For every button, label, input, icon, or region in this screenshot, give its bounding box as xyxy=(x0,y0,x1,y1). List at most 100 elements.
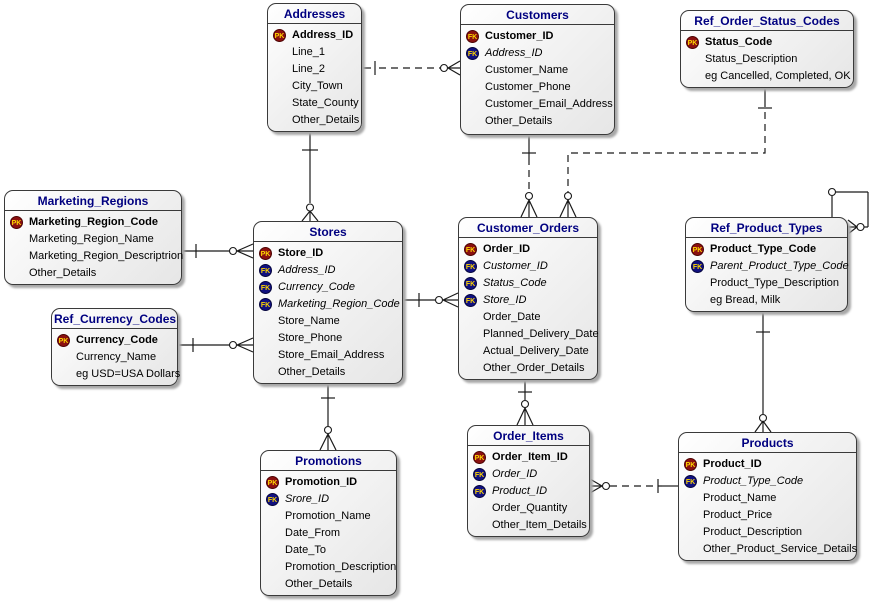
field-row: Customer_Name xyxy=(461,62,614,79)
badge-spacer xyxy=(266,561,279,574)
field-name: eg Bread, Milk xyxy=(710,294,781,306)
field-row: Other_Item_Details xyxy=(468,517,589,534)
field-name: Marketing_Region_Descriptrion xyxy=(29,250,184,262)
field-name: Store_Phone xyxy=(278,332,343,344)
field-row: Store_Name xyxy=(254,313,402,330)
entity-title: Ref_Product_Types xyxy=(686,218,847,238)
field-name: eg USD=USA Dollars xyxy=(76,368,181,380)
field-row: eg Cancelled, Completed, OK xyxy=(681,68,853,85)
badge-spacer xyxy=(57,368,70,381)
pk-badge-icon: PK xyxy=(691,243,704,256)
field-name: Currency_Name xyxy=(76,351,157,363)
field-name: City_Town xyxy=(292,80,343,92)
badge-spacer xyxy=(259,315,272,328)
fk-badge-icon: FK xyxy=(464,294,477,307)
field-row: FK Srore_ID xyxy=(261,491,396,508)
badge-spacer xyxy=(686,53,699,66)
connector-ref-currency-stores xyxy=(178,337,254,353)
field-name: Date_From xyxy=(285,527,341,539)
field-name: Other_Item_Details xyxy=(492,519,587,531)
badge-spacer xyxy=(473,502,486,515)
field-name: Promotion_Name xyxy=(285,510,371,522)
field-row: Store_Email_Address xyxy=(254,347,402,364)
badge-spacer xyxy=(466,115,479,128)
field-name: Promotion_Description xyxy=(285,561,397,573)
fk-badge-icon: FK xyxy=(266,493,279,506)
badge-spacer xyxy=(691,294,704,307)
field-name: eg Cancelled, Completed, OK xyxy=(705,70,851,82)
field-name: Store_ID xyxy=(278,247,324,259)
badge-spacer xyxy=(464,345,477,358)
field-name: Other_Details xyxy=(29,267,97,279)
badge-spacer xyxy=(684,509,697,522)
field-name: Other_Product_Service_Details xyxy=(703,543,858,555)
field-row: Other_Details xyxy=(254,364,402,381)
field-name: Customer_ID xyxy=(485,30,554,42)
field-row: Customer_Email_Address xyxy=(461,96,614,113)
badge-spacer xyxy=(691,277,704,290)
field-name: Promotion_ID xyxy=(285,476,358,488)
pk-badge-icon: FK xyxy=(464,243,477,256)
field-row: Actual_Delivery_Date xyxy=(459,343,597,360)
pk-badge-icon: PK xyxy=(259,247,272,260)
field-name: Other_Details xyxy=(278,366,346,378)
field-name: Currency_Code xyxy=(76,334,158,346)
field-row: Other_Details xyxy=(461,113,614,130)
field-row: Date_To xyxy=(261,542,396,559)
fk-badge-icon: FK xyxy=(473,485,486,498)
field-name: Srore_ID xyxy=(285,493,330,505)
pk-badge-icon: PK xyxy=(686,36,699,49)
field-name: Customer_Name xyxy=(485,64,569,76)
field-name: Store_Name xyxy=(278,315,340,327)
fk-badge-icon: FK xyxy=(466,47,479,60)
field-name: Marketing_Region_Name xyxy=(29,233,154,245)
field-name: Order_Date xyxy=(483,311,541,323)
field-name: Product_Type_Code xyxy=(703,475,804,487)
fk-badge-icon: FK xyxy=(684,475,697,488)
field-row: Line_1 xyxy=(268,44,361,61)
entity-title: Order_Items xyxy=(468,426,589,446)
field-row: State_County xyxy=(268,95,361,112)
pk-badge-icon: PK xyxy=(57,334,70,347)
fk-badge-icon: FK xyxy=(259,281,272,294)
field-row: Other_Order_Details xyxy=(459,360,597,377)
field-row: Product_Name xyxy=(679,490,856,507)
connector-ref-product-types-self xyxy=(827,187,869,235)
field-row: eg Bread, Milk xyxy=(686,292,847,309)
field-row: Order_Date xyxy=(459,309,597,326)
badge-spacer xyxy=(266,578,279,591)
field-row: Marketing_Region_Descriptrion xyxy=(5,248,184,265)
connector-stores-promotions xyxy=(319,384,337,451)
field-name: Product_ID xyxy=(492,485,548,497)
entity-title: Customer_Orders xyxy=(459,218,597,238)
field-row: Status_Description xyxy=(681,51,853,68)
connector-customer-orders-order-items xyxy=(516,380,534,426)
field-row: Other_Product_Service_Details xyxy=(679,541,858,558)
badge-spacer xyxy=(684,543,697,556)
field-name: Other_Details xyxy=(285,578,353,590)
badge-spacer xyxy=(686,70,699,83)
field-name: Store_Email_Address xyxy=(278,349,385,361)
connector-ref-product-types-products xyxy=(754,312,772,433)
field-name: Actual_Delivery_Date xyxy=(483,345,589,357)
badge-spacer xyxy=(266,544,279,557)
field-row: Other_Details xyxy=(261,576,396,593)
field-row: Product_Price xyxy=(679,507,856,524)
field-row: Date_From xyxy=(261,525,396,542)
fk-badge-icon: FK xyxy=(464,260,477,273)
